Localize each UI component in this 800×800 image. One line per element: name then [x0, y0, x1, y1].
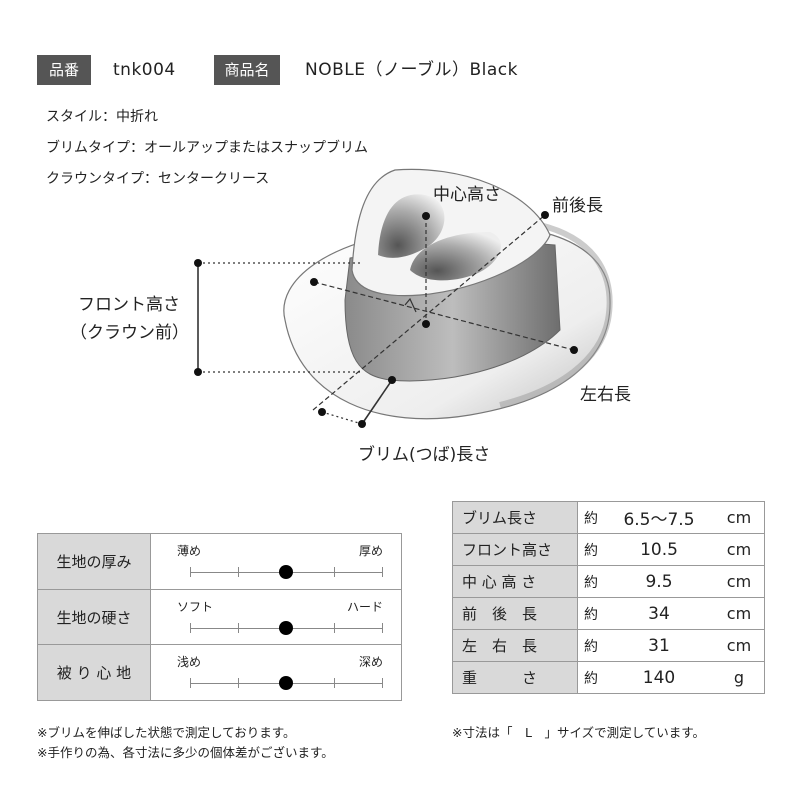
note-handmade: ※手作りの為、各寸法に多少の個体差がございます。 — [37, 745, 334, 760]
measurement-value: 140 — [604, 661, 714, 694]
scale-tick — [190, 567, 191, 577]
measurement-value: 6.5〜7.5 — [604, 501, 714, 534]
scale-track — [190, 565, 383, 579]
scale-min-label: 浅め — [177, 655, 202, 669]
marker-front-height-bottom — [194, 368, 202, 376]
label-left-right: 左右長 — [580, 385, 631, 405]
scale-label: 生地の硬さ — [38, 590, 151, 645]
measurement-unit: cm — [714, 501, 765, 534]
measurement-label: 左 右 長 — [452, 629, 578, 662]
scale-tick — [238, 567, 239, 577]
marker-front-height-top — [194, 259, 202, 267]
measurement-unit: g — [714, 661, 765, 694]
measurement-unit: cm — [714, 597, 765, 630]
scale-indicator-dot — [279, 621, 293, 635]
marker-left — [310, 278, 318, 286]
note-brim-measured: ※ブリムを伸ばした状態で測定しております。 — [37, 725, 296, 740]
measurement-unit: cm — [714, 565, 765, 598]
scale-tick — [238, 623, 239, 633]
marker-brim-outer — [358, 420, 366, 428]
measurement-approx: 約 — [577, 661, 604, 694]
scale-tick — [382, 567, 383, 577]
scale-indicator-dot — [279, 565, 293, 579]
scale-label: 被 り 心 地 — [38, 645, 151, 700]
scale-min-label: ソフト — [177, 600, 214, 614]
label-front-back: 前後長 — [552, 196, 603, 216]
marker-right — [570, 346, 578, 354]
measurement-label: 中 心 高 さ — [452, 565, 578, 598]
measurement-value: 31 — [604, 629, 714, 662]
measurement-value: 10.5 — [604, 533, 714, 566]
measurement-approx: 約 — [577, 565, 604, 598]
label-brim-length: ブリム(つば)長さ — [358, 445, 491, 465]
product-code-label: 品番 — [37, 55, 91, 85]
measurement-approx: 約 — [577, 501, 604, 534]
scale-row: 被 り 心 地 浅め 深め — [38, 644, 401, 700]
scale-track — [190, 676, 383, 690]
measurement-unit: cm — [714, 533, 765, 566]
hat-diagram — [194, 168, 613, 428]
measurement-label: ブリム長さ — [452, 501, 578, 534]
scale-track — [190, 621, 383, 635]
scale-tick — [334, 623, 335, 633]
scale-max-label: ハード — [346, 600, 383, 614]
scale-row: 生地の硬さ ソフト ハード — [38, 589, 401, 645]
scale-max-label: 深め — [358, 655, 383, 669]
scale-tick — [334, 567, 335, 577]
measurement-approx: 約 — [577, 533, 604, 566]
measurement-approx: 約 — [577, 629, 604, 662]
scale-min-label: 薄め — [177, 544, 202, 558]
scale-row: 生地の厚み 薄め 厚め — [38, 534, 401, 589]
spec-style: スタイル：中折れ — [46, 109, 158, 125]
hat-crown-dent-top — [378, 194, 445, 258]
measurement-approx: 約 — [577, 597, 604, 630]
measurement-label: フロント高さ — [452, 533, 578, 566]
measurement-unit: cm — [714, 629, 765, 662]
hat-crown-dent-front — [410, 232, 501, 281]
marker-front-back-start — [318, 408, 326, 416]
label-front-height-sub: （クラウン前） — [70, 323, 189, 343]
label-center-height: 中心高さ — [433, 185, 501, 205]
scale-tick — [334, 678, 335, 688]
measurement-label: 前 後 長 — [452, 597, 578, 630]
measurement-value: 34 — [604, 597, 714, 630]
scale-tick — [382, 678, 383, 688]
spec-crown-type: クラウンタイプ：センタークリース — [46, 171, 270, 187]
product-name-value: NOBLE（ノーブル）Black — [305, 60, 518, 80]
product-name-label: 商品名 — [214, 55, 280, 85]
marker-brim-inner — [388, 376, 396, 384]
scale-tick — [238, 678, 239, 688]
scale-indicator-dot — [279, 676, 293, 690]
scale-tick — [382, 623, 383, 633]
fabric-scales: 生地の厚み 薄め 厚め生地の硬さ ソフト ハード被 り 心 地 浅め 深め — [37, 533, 402, 701]
product-code-value: tnk004 — [113, 60, 176, 80]
scale-tick — [190, 678, 191, 688]
note-size: ※寸法は「 L 」サイズで測定しています。 — [452, 725, 705, 740]
marker-center-top — [422, 212, 430, 220]
scale-tick — [190, 623, 191, 633]
label-front-height: フロント高さ — [78, 295, 180, 315]
marker-front-back-end — [541, 211, 549, 219]
measurement-value: 9.5 — [604, 565, 714, 598]
measurement-label: 重 さ — [452, 661, 578, 694]
spec-brim-type: ブリムタイプ：オールアップまたはスナップブリム — [46, 140, 368, 156]
scale-label: 生地の厚み — [38, 534, 151, 589]
marker-center-bottom — [422, 320, 430, 328]
scale-max-label: 厚め — [358, 544, 383, 558]
